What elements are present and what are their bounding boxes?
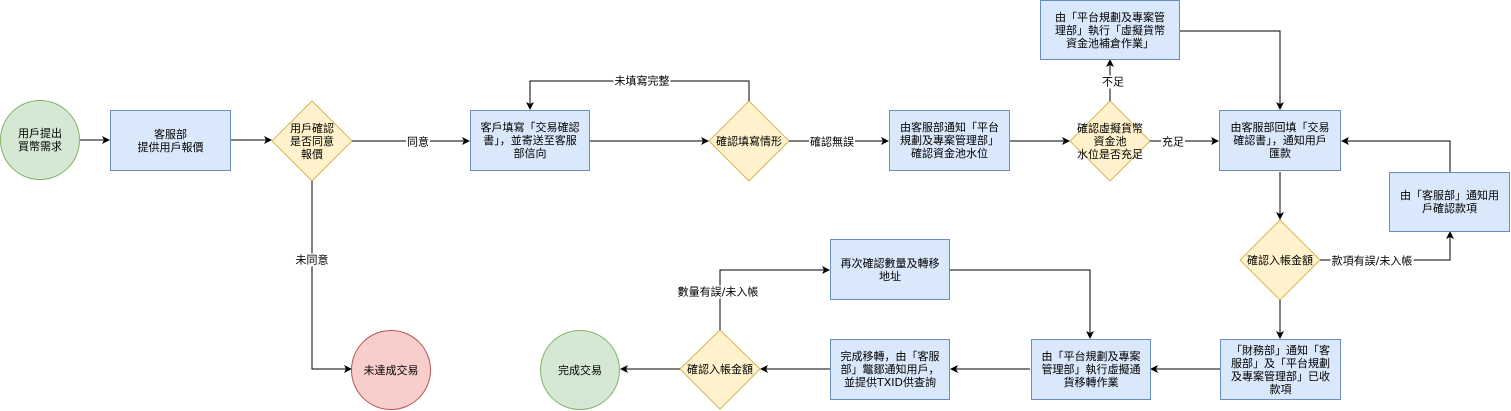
- edge-label-agree-yes: 同意: [406, 135, 430, 149]
- edge-label-fill-incomplete: 未填寫完整: [613, 74, 671, 88]
- fill-form-node: 客戶填寫「交易確認 書」，並寄送至客服 部信向: [470, 110, 590, 171]
- edge-reconfirm-transfer: [950, 269, 1094, 339]
- quote-node: 客服部 提供用戶報價: [110, 110, 231, 171]
- edge-label-pool-insufficient: 不足: [1101, 75, 1125, 89]
- flow-edges: [80, 30, 1454, 373]
- agree-decision-label: 用戶確認 是否同意 報價: [290, 121, 334, 161]
- transfer-op-node: 由「平台規劃及專案 管理部」執行虛擬通 貨移轉作業: [1031, 339, 1151, 400]
- transfer-done-node: 完成移轉，由「客服 部」鼈鄒通知用戶， 並提供TXID供查詢: [830, 339, 950, 400]
- check-pool-decision-shape: [1069, 100, 1151, 182]
- reply-form-node: 由客服部回填「交易 確認書」，通知用戶 匯款: [1219, 110, 1341, 171]
- edge-label-agree-no: 未同意: [294, 253, 330, 267]
- confirm-amount1-decision-label: 確認入帳金額: [1247, 253, 1313, 267]
- complete-node: 完成交易: [540, 330, 620, 410]
- edge-amount2-reconfirm: [719, 266, 830, 330]
- edge-replenish-reply: [1180, 30, 1284, 110]
- notify-platform-node: 由客服部通知「平台 規劃及專案管理部」 確認資金池水位: [889, 110, 1010, 171]
- start-node: 用戶提出 買幣需求: [0, 100, 80, 180]
- check-fill-decision-label: 確認填寫情形: [716, 134, 782, 148]
- edge-notifyuser-reply: [1341, 137, 1451, 172]
- replenish-node: 由「平台規劃及專案管 理部」執行「虛擬貨幣 資金池補倉作業」: [1040, 0, 1180, 60]
- edge-label-amount-error1: 款項有誤/未入帳: [1330, 254, 1414, 268]
- confirm-amount2-decision-label: 確認入帳金額: [687, 363, 753, 376]
- edge-label-pool-sufficient: 充足: [1161, 135, 1185, 149]
- check-fill-decision-shape: [708, 100, 790, 182]
- check-pool-decision-label: 確認虛擬貨幣 資金池 水位是否充足: [1077, 121, 1143, 161]
- finance-notify-node: 「財務部」通知「客 服部」及「平台規劃 及專案管理部」已收 款項: [1220, 339, 1341, 400]
- edge-label-amount-error2: 數量有誤/未入帳: [676, 285, 760, 299]
- fail-node: 未達成交易: [351, 330, 431, 410]
- confirm-amount2-decision-shape: [679, 329, 761, 410]
- notify-user-node: 由「客服部」通知用 戶確認款項: [1389, 172, 1510, 232]
- edge-agree-fail: [311, 181, 352, 373]
- edge-label-fill-ok: 確認無誤: [809, 135, 855, 149]
- reconfirm-node: 再次確認數量及轉移 地址: [830, 239, 950, 300]
